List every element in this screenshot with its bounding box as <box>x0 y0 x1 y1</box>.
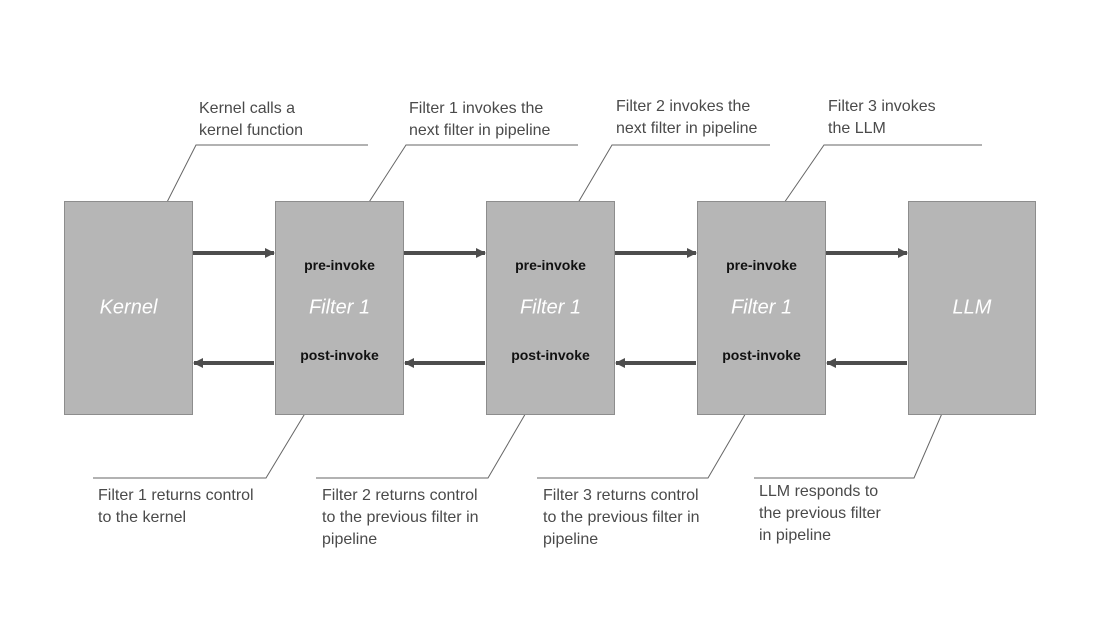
top-note-1: Kernel calls a kernel function <box>199 100 304 139</box>
filter-box-2: pre-invoke Filter 1 post-invoke <box>486 201 615 415</box>
filter-box-1: pre-invoke Filter 1 post-invoke <box>275 201 404 415</box>
pre-invoke-label: pre-invoke <box>726 257 797 273</box>
bottom-note-4: LLM responds to the previous filter in p… <box>759 483 881 544</box>
filter-title: Filter 1 <box>308 296 371 319</box>
kernel-box: Kernel <box>64 201 193 415</box>
top-note-2: Filter 1 invokes the next filter in pipe… <box>409 100 551 139</box>
bottom-note-2: Filter 2 returns control to the previous… <box>322 487 479 548</box>
llm-title: LLM <box>952 296 992 319</box>
bottom-note-1: Filter 1 returns control to the kernel <box>98 487 254 526</box>
filter-title: Filter 1 <box>730 296 793 319</box>
top-note-3: Filter 2 invokes the next filter in pipe… <box>616 98 758 137</box>
pre-invoke-label: pre-invoke <box>515 257 586 273</box>
bottom-note-3: Filter 3 returns control to the previous… <box>543 487 700 548</box>
llm-box: LLM <box>908 201 1036 415</box>
post-invoke-label: post-invoke <box>300 347 379 363</box>
filter-box-3: pre-invoke Filter 1 post-invoke <box>697 201 826 415</box>
post-invoke-label: post-invoke <box>511 347 590 363</box>
filter-title: Filter 1 <box>519 296 582 319</box>
kernel-title: Kernel <box>99 296 158 319</box>
top-note-4: Filter 3 invokes the LLM <box>828 98 936 137</box>
pre-invoke-label: pre-invoke <box>304 257 375 273</box>
post-invoke-label: post-invoke <box>722 347 801 363</box>
